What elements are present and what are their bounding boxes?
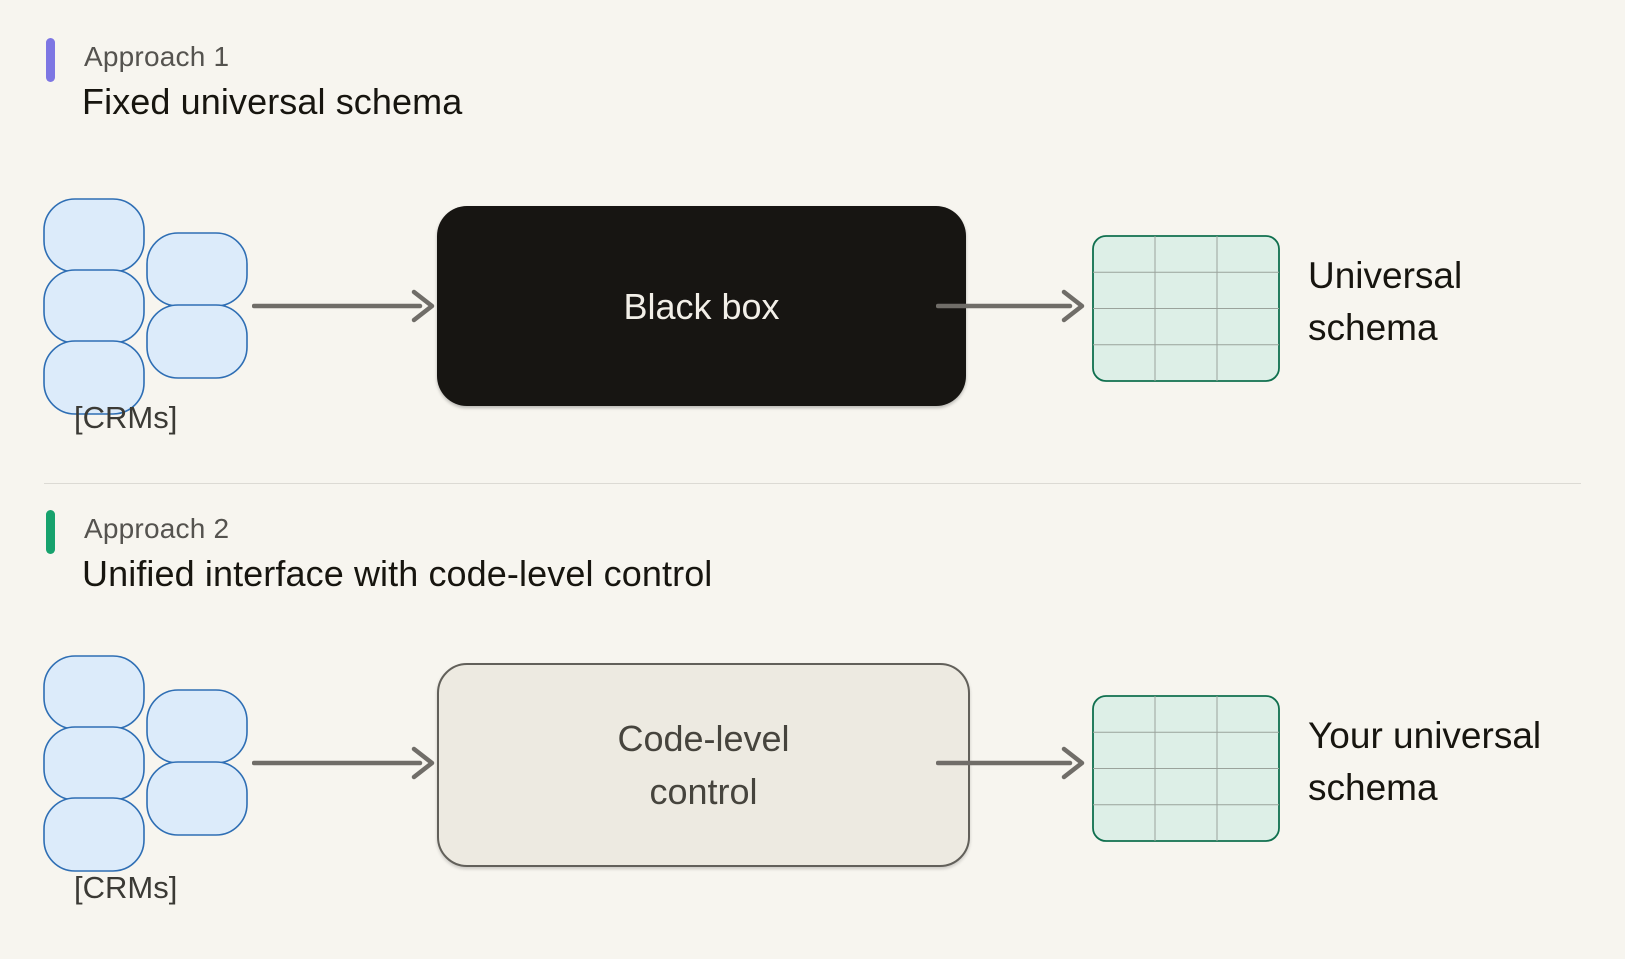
crm-sources-icon — [43, 655, 248, 872]
arrow-right-icon — [936, 289, 1085, 323]
schema-grid-icon — [1092, 235, 1280, 382]
crm-pill — [43, 340, 145, 415]
crm-pill — [43, 797, 145, 872]
crm-sources-icon — [43, 198, 248, 415]
crm-pill — [146, 689, 248, 764]
crm-pill — [146, 304, 248, 379]
approach1-title: Fixed universal schema — [82, 81, 463, 122]
schema-grid-icon — [1092, 695, 1280, 842]
approach1-output-label: Universal schema — [1308, 250, 1462, 354]
output-label-line: schema — [1308, 307, 1438, 348]
crm-pill — [146, 232, 248, 307]
approach1-eyebrow: Approach 1 — [84, 41, 230, 72]
crm-pill — [43, 655, 145, 730]
crm-pill — [43, 198, 145, 273]
output-label-line: schema — [1308, 767, 1438, 808]
approach2-output-label: Your universal schema — [1308, 710, 1541, 814]
black-box: Black box — [437, 206, 966, 406]
code-box-label-line: Code-level — [617, 718, 790, 759]
approach2-source-label: [CRMs] — [74, 870, 178, 905]
arrow-right-icon — [936, 746, 1085, 780]
crm-pill — [43, 726, 145, 801]
code-box-label-line: control — [649, 771, 758, 812]
arrow-right-icon — [252, 746, 435, 780]
output-label-line: Your universal — [1308, 715, 1542, 756]
crm-pill — [43, 269, 145, 344]
crm-pill — [146, 761, 248, 836]
approach2-accent-bar — [46, 510, 55, 554]
code-level-control-box: Code-level control — [437, 663, 970, 867]
approach2-eyebrow: Approach 2 — [84, 513, 230, 544]
section-divider — [44, 483, 1581, 484]
arrow-right-icon — [252, 289, 435, 323]
output-label-line: Universal — [1308, 255, 1463, 296]
approach1-accent-bar — [46, 38, 55, 82]
approach1-source-label: [CRMs] — [74, 400, 178, 435]
black-box-label: Black box — [623, 285, 780, 327]
approach2-title: Unified interface with code-level contro… — [82, 553, 713, 594]
